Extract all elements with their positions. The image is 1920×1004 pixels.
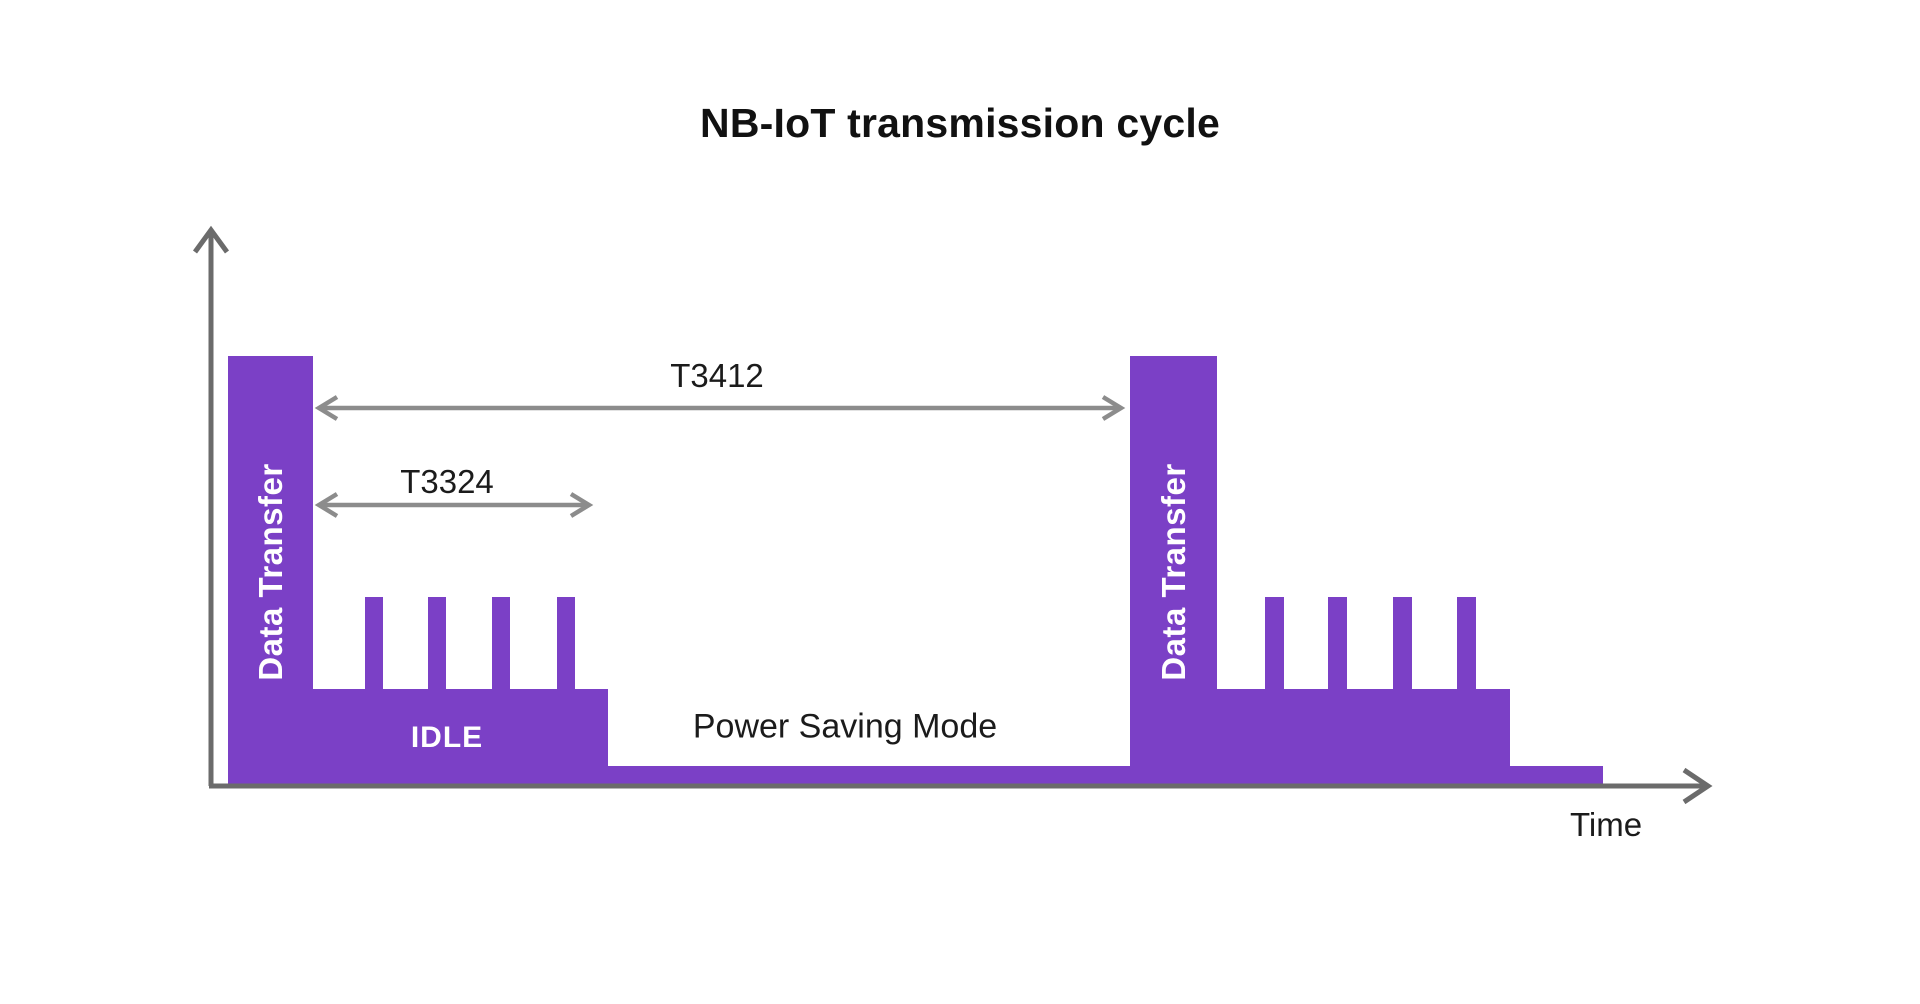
paging-spike	[557, 597, 575, 689]
paging-spike	[1328, 597, 1347, 689]
t3324-label: T3324	[400, 463, 494, 500]
data-transfer-bar-1	[228, 356, 313, 784]
paging-spike	[1457, 597, 1476, 689]
paging-spike	[492, 597, 510, 689]
paging-spike	[1265, 597, 1284, 689]
idle-plateau-2	[1217, 689, 1510, 784]
diagram-title: NB-IoT transmission cycle	[700, 100, 1220, 146]
paging-spike	[428, 597, 446, 689]
t3412-label: T3412	[670, 357, 764, 394]
t3324-arrow-right-head	[569, 492, 594, 518]
idle-label: IDLE	[410, 721, 484, 754]
data-transfer-bar-label-1: Data Transfer	[252, 463, 289, 681]
data-transfer-bar-label-2: Data Transfer	[1155, 463, 1192, 681]
paging-spike	[365, 597, 383, 689]
psm-baseline-2	[1510, 766, 1603, 784]
paging-spike	[1393, 597, 1412, 689]
t3412-arrow-right-head	[1101, 395, 1126, 421]
t3412-arrow-left-head	[314, 395, 339, 421]
psm-baseline-1	[608, 766, 1130, 784]
time-axis-label: Time	[1569, 806, 1643, 843]
power-saving-mode-label: Power Saving Mode	[692, 707, 998, 746]
y-axis	[192, 225, 230, 786]
y-axis-arrowhead	[192, 225, 230, 254]
t3412-arrow	[314, 395, 1126, 421]
t3324-arrow-left-head	[314, 492, 339, 518]
data-transfer-bar-2	[1130, 356, 1217, 784]
x-axis-arrowhead	[1682, 767, 1713, 805]
idle-plateau-1	[313, 689, 608, 784]
